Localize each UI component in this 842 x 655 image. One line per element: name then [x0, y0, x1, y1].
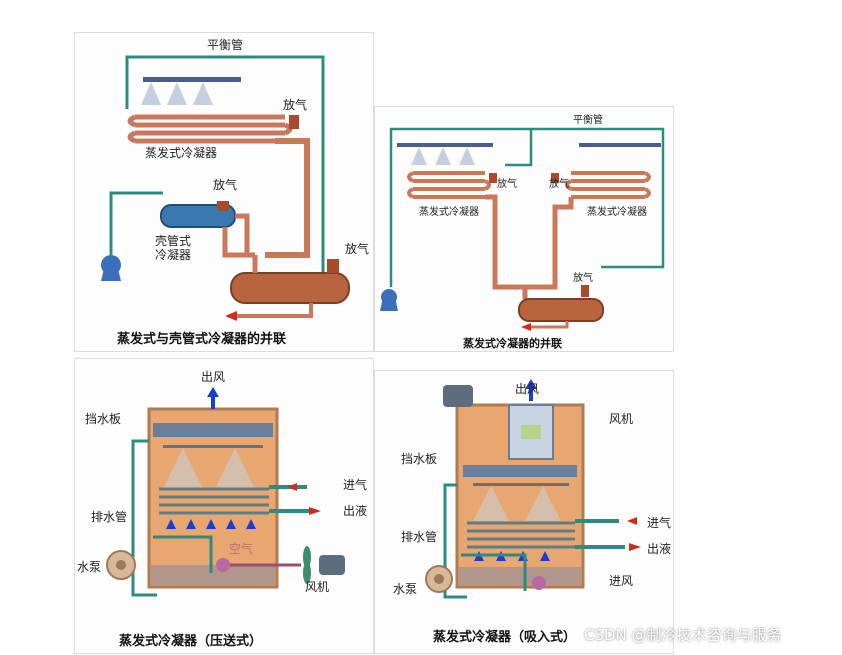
water-sump — [151, 565, 275, 585]
panel-parallel-evap: 平衡管 放气 放气 蒸发式冷凝器 蒸发式冷凝器 放气 蒸发式冷凝器的并联 — [374, 106, 674, 352]
liquid-out-arrow — [225, 311, 237, 321]
air-valve — [532, 576, 546, 590]
air-out-label: 出风 — [515, 382, 539, 396]
baffle-plate — [463, 465, 577, 477]
pump-label: 水泵 — [393, 582, 417, 596]
watermark-text: CSDN @制冷技术咨询与服务 — [584, 626, 782, 644]
air-out-arrow — [211, 395, 215, 409]
liquid-out-label: 出液 — [343, 503, 367, 518]
fan-motor-icon — [319, 555, 345, 575]
diagram-induced-draft: 出风 风机 挡水板 进气 排水管 出液 进风 水泵 蒸发式冷凝器（吸入式） — [393, 379, 671, 645]
spray-header — [143, 77, 241, 82]
evap-condenser-label: 蒸发式冷凝器 — [145, 145, 217, 160]
air-label: 空气 — [229, 541, 253, 556]
coil-left — [407, 171, 491, 199]
air-out-label: 出风 — [201, 370, 225, 384]
air-valve — [216, 558, 230, 572]
water-sump — [459, 567, 581, 585]
coil-right — [565, 171, 651, 199]
vent-label-left: 放气 — [497, 177, 517, 190]
diagram-forced-draft: 出风 挡水板 进气 排水管 出液 空气 水泵 风机 蒸发式冷凝器（压送式） — [77, 370, 367, 649]
gas-in-arrow — [287, 483, 297, 491]
liquid-out-arrow — [521, 323, 531, 331]
vent-label-1: 放气 — [283, 97, 307, 112]
panel-parallel-evap-shell-tube: 平衡管 放气 蒸发式冷凝器 放气 壳管式 冷凝器 放气 蒸发式与壳管式冷凝器的并… — [74, 32, 374, 352]
diagram-evap-parallel: 平衡管 放气 放气 蒸发式冷凝器 蒸发式冷凝器 放气 蒸发式冷凝器的并联 — [380, 113, 665, 350]
fan-motor-icon — [443, 385, 473, 407]
spray-nozzles — [141, 82, 213, 105]
panel1-caption: 蒸发式与壳管式冷凝器的并联 — [117, 331, 286, 347]
balance-pipe — [389, 127, 665, 287]
spray-water-pipe — [443, 483, 467, 599]
vent-valve-3 — [327, 259, 339, 273]
vent-valve-left — [489, 173, 497, 183]
vent-valve-1 — [289, 115, 299, 129]
gas-in-label: 进气 — [343, 477, 367, 492]
liquid-out-arrow — [629, 543, 641, 551]
gas-in-label: 进气 — [647, 515, 671, 530]
baffle-label: 挡水板 — [85, 412, 121, 426]
balance-pipe-label: 平衡管 — [207, 37, 243, 52]
air-in-label: 进风 — [609, 574, 633, 588]
panel4-caption: 蒸发式冷凝器（吸入式） — [433, 629, 576, 645]
vent-label-right: 放气 — [549, 177, 569, 190]
fan-icon — [521, 425, 541, 439]
discharge-pipe — [265, 138, 310, 258]
panel-forced-draft: 出风 挡水板 进气 排水管 出液 空气 水泵 风机 蒸发式冷凝器（压送式） — [74, 358, 374, 654]
receiver-tank — [230, 272, 350, 304]
drain-pipe — [153, 535, 213, 573]
drain-pipe-label: 排水管 — [401, 529, 437, 544]
panel-induced-draft: 出风 风机 挡水板 进气 排水管 出液 进风 水泵 蒸发式冷凝器（吸入式） — [374, 370, 674, 654]
vent-label-3: 放气 — [345, 241, 369, 256]
vent-valve-2 — [217, 201, 229, 211]
air-flow-arrows — [166, 519, 256, 529]
spray-header-left — [397, 143, 493, 147]
condenser-coil — [159, 487, 269, 515]
drain-pipe — [461, 553, 527, 591]
spray-water-pipe — [131, 439, 157, 597]
panel2-caption: 蒸发式冷凝器的并联 — [463, 336, 562, 350]
condenser-label-left: 蒸发式冷凝器 — [419, 205, 479, 218]
air-out-arrow — [529, 387, 533, 401]
vent-valve-bottom — [581, 285, 589, 297]
vent-label-2: 放气 — [213, 177, 237, 192]
vent-valve-right — [551, 173, 559, 183]
gas-in-arrow — [627, 517, 637, 525]
balance-pipe-label: 平衡管 — [573, 113, 603, 126]
condenser-coil — [467, 521, 575, 549]
baffle-plate — [153, 423, 273, 437]
fan-label: 风机 — [609, 412, 633, 426]
baffle-label: 挡水板 — [401, 452, 437, 466]
evap-condenser-coil — [127, 114, 293, 144]
panel3-caption: 蒸发式冷凝器（压送式） — [119, 633, 262, 649]
receiver-tank — [518, 298, 604, 322]
pump-label: 水泵 — [77, 560, 101, 574]
liquid-out-label: 出液 — [647, 541, 671, 556]
spray-header-right — [579, 143, 661, 147]
drain-pipe-label: 排水管 — [91, 509, 127, 524]
vent-label-bottom: 放气 — [573, 271, 593, 284]
diagram-evap-shell-tube: 平衡管 放气 蒸发式冷凝器 放气 壳管式 冷凝器 放气 蒸发式与壳管式冷凝器的并… — [101, 37, 369, 347]
liquid-out-arrow — [309, 507, 321, 515]
shell-tube-label-1: 壳管式 — [155, 233, 191, 248]
condenser-label-right: 蒸发式冷凝器 — [587, 205, 647, 218]
fan-label: 风机 — [305, 580, 329, 594]
shell-tube-label-2: 冷凝器 — [155, 247, 191, 262]
